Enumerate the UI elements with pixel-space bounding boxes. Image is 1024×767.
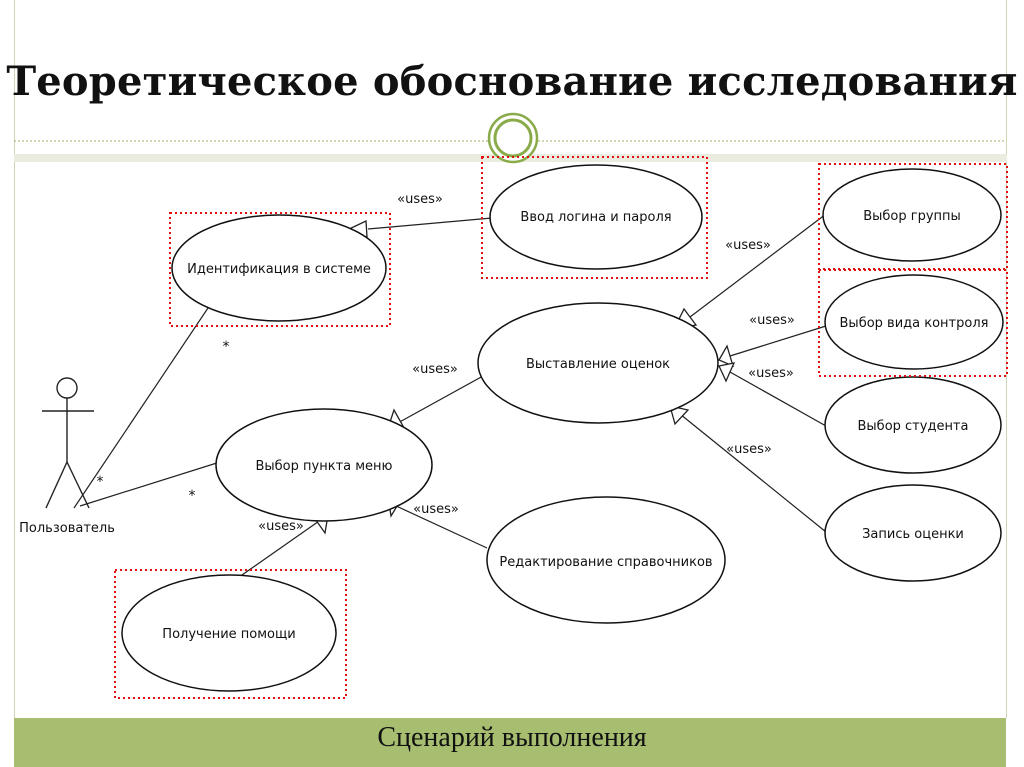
ellipse-editing bbox=[486, 496, 726, 624]
use-case-help: Получение помощи bbox=[162, 627, 295, 642]
actor-label: Пользователь bbox=[19, 521, 115, 536]
use-case-control-type: Выбор вида контроля bbox=[840, 316, 989, 331]
multiplicity-menu: * bbox=[189, 488, 196, 504]
highlight-group bbox=[818, 163, 1008, 270]
ellipse-identification bbox=[171, 214, 387, 322]
uses-label: «uses» bbox=[726, 442, 772, 457]
highlight-login bbox=[481, 156, 708, 279]
uses-label: «uses» bbox=[412, 362, 458, 377]
slide-caption: Сценарий выполнения bbox=[377, 722, 647, 753]
highlight-control-type bbox=[818, 269, 1008, 377]
use-case-ellipses bbox=[121, 164, 1004, 692]
actor-figure bbox=[42, 377, 94, 509]
ellipse-group bbox=[822, 168, 1002, 262]
page-title: Теоретическое обоснование исследования bbox=[6, 58, 1018, 105]
ellipse-menu bbox=[215, 408, 433, 522]
use-case-grading: Выставление оценок bbox=[526, 357, 670, 372]
assoc-menu bbox=[79, 461, 221, 507]
uses-label: «uses» bbox=[413, 502, 459, 517]
uses-label: «uses» bbox=[748, 366, 794, 381]
uses-label: «uses» bbox=[258, 519, 304, 534]
highlight-boxes bbox=[114, 156, 1008, 699]
assoc-identification bbox=[73, 304, 211, 509]
multiplicity-identification: * bbox=[223, 339, 230, 355]
multiplicity-actor: * bbox=[97, 474, 104, 490]
use-case-student: Выбор студента bbox=[858, 419, 969, 434]
caption-bar bbox=[14, 718, 1006, 767]
ellipse-help bbox=[121, 574, 337, 692]
use-case-record: Запись оценки bbox=[862, 527, 964, 542]
ellipse-grading bbox=[477, 302, 719, 424]
use-case-login: Ввод логина и пароля bbox=[520, 210, 671, 225]
use-case-group: Выбор группы bbox=[863, 209, 961, 224]
ellipse-control-type bbox=[824, 274, 1004, 370]
frame-left-line bbox=[14, 0, 15, 718]
ellipse-student bbox=[824, 376, 1002, 474]
associations bbox=[73, 304, 221, 509]
ring-ornament bbox=[487, 112, 539, 164]
ellipse-login bbox=[489, 164, 703, 270]
highlight-identification bbox=[169, 212, 391, 327]
uses-label: «uses» bbox=[749, 313, 795, 328]
uses-label: «uses» bbox=[397, 192, 443, 207]
uses-label: «uses» bbox=[725, 238, 771, 253]
use-case-menu: Выбор пункта меню bbox=[255, 459, 392, 474]
uses-lines bbox=[231, 213, 827, 583]
highlight-help bbox=[114, 569, 347, 699]
ellipse-record bbox=[824, 484, 1002, 582]
use-case-identification: Идентификация в системе bbox=[187, 262, 371, 277]
use-case-editing: Редактирование справочников bbox=[499, 555, 712, 570]
